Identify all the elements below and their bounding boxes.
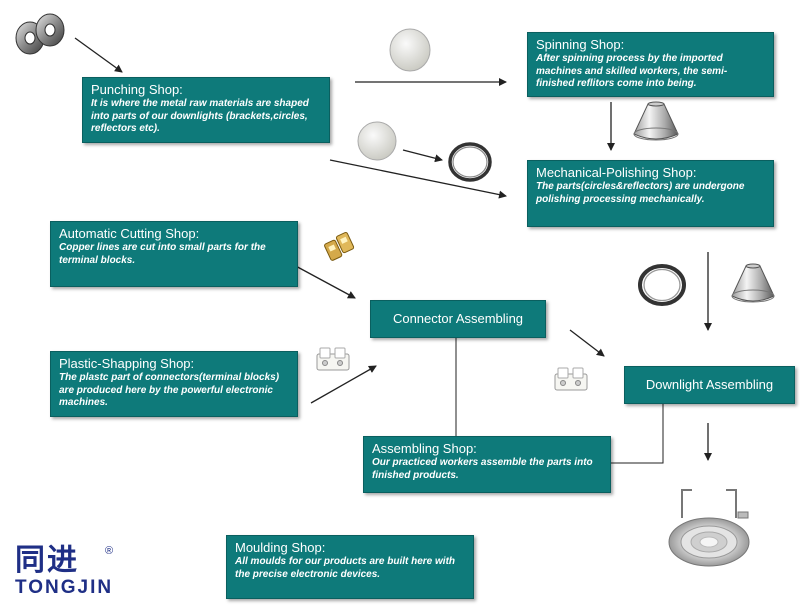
arrow-disc-to-ring [402, 149, 443, 163]
spinning-shop-title: Spinning Shop: [536, 37, 625, 52]
terminal-block-icon [316, 347, 350, 371]
arrow-connector-to-downlight [569, 329, 605, 357]
mechanical-polishing-shop-box: Mechanical-Polishing Shop: The parts(cir… [527, 160, 774, 227]
downlight-assembling-title: Downlight Assembling [645, 377, 774, 392]
connector-assembling-box: Connector Assembling [370, 300, 546, 338]
moulding-shop-title: Moulding Shop: [235, 540, 326, 555]
assembling-shop-box: Assembling Shop: Our practiced workers a… [363, 436, 611, 493]
moulding-shop-box: Moulding Shop: All moulds for our produc… [226, 535, 474, 599]
arrow-plastic-to-connector [310, 365, 377, 404]
reflector-cone-icon [633, 101, 679, 141]
automatic-cutting-shop-title: Automatic Cutting Shop: [59, 226, 200, 241]
downlight-product-icon [668, 489, 750, 567]
spinning-shop-desc: After spinning process by the imported m… [536, 53, 728, 89]
metal-disc-icon [357, 121, 397, 161]
arrow-punching-to-polishing [329, 159, 507, 199]
punching-shop-box: Punching Shop: It is where the metal raw… [82, 77, 330, 143]
tongjin-logo: 同进 ® TONGJIN [15, 545, 113, 599]
plastic-shapping-shop-title: Plastic-Shapping Shop: [59, 356, 195, 371]
punching-shop-desc: It is where the metal raw materials are … [91, 98, 309, 134]
copper-terminal-icon [324, 232, 355, 261]
arrow-cutting-to-connector [291, 263, 356, 299]
assembling-shop-desc: Our practiced workers assemble the parts… [372, 457, 593, 481]
spinning-shop-box: Spinning Shop: After spinning process by… [527, 32, 774, 97]
moulding-shop-desc: All moulds for our products are built he… [235, 556, 456, 580]
reflector-cone-icon [731, 263, 775, 303]
logo-chinese-text: 同进 [15, 543, 79, 578]
metal-ring-icon [638, 264, 686, 306]
registered-mark: ® [105, 545, 114, 557]
terminal-block-icon [554, 367, 588, 391]
metal-coil-icon [15, 13, 65, 55]
mechanical-polishing-shop-title: Mechanical-Polishing Shop: [536, 165, 697, 180]
automatic-cutting-shop-desc: Copper lines are cut into small parts fo… [59, 242, 266, 266]
plastic-shapping-shop-desc: The plastc part of connectors(terminal b… [59, 372, 280, 408]
plastic-shapping-shop-box: Plastic-Shapping Shop: The plastc part o… [50, 351, 298, 417]
connector-assembling-title: Connector Assembling [392, 311, 524, 326]
downlight-assembling-box: Downlight Assembling [624, 366, 795, 404]
mechanical-polishing-shop-desc: The parts(circles&reflectors) are underg… [536, 181, 745, 205]
line-assembling-to-downlight [610, 404, 664, 464]
automatic-cutting-shop-box: Automatic Cutting Shop: Copper lines are… [50, 221, 298, 287]
punching-shop-title: Punching Shop: [91, 82, 183, 97]
metal-disc-icon [389, 28, 431, 72]
assembling-shop-title: Assembling Shop: [372, 441, 477, 456]
metal-ring-icon [448, 142, 492, 182]
logo-english-text: TONGJIN [15, 577, 114, 598]
arrow-coil-to-punching [74, 37, 123, 73]
